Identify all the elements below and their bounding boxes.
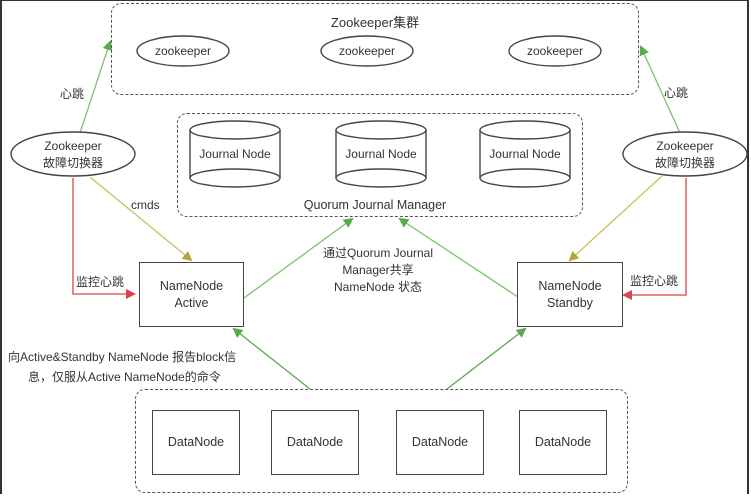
- monitor-label-left: 监控心跳: [76, 275, 125, 289]
- zookeeper-cluster-title: Zookeeper集群: [330, 15, 420, 30]
- journal-node-1: [189, 120, 281, 188]
- zookeeper-node-1: [136, 35, 230, 67]
- cmds-label: cmds: [131, 198, 160, 212]
- quorum-journal-manager-title: Quorum Journal Manager: [303, 198, 447, 212]
- monitor-arrow-right: [622, 178, 687, 300]
- share-state-label-3: NameNode 状态: [333, 280, 423, 294]
- zookeeper-node-3: [508, 35, 602, 67]
- zookeeper-node-1-label: zookeeper: [154, 44, 212, 58]
- zookeeper-node-3-label: zookeeper: [526, 44, 584, 58]
- cmds-arrow-right: [568, 175, 663, 262]
- namenode-standby-line2: Standby: [547, 295, 593, 310]
- datanodes-group: [135, 389, 628, 493]
- heartbeat-arrow-left: [79, 40, 113, 134]
- heartbeat-label-right: 心跳: [664, 86, 689, 100]
- failover-left-line1: Zookeeper: [44, 139, 102, 153]
- zookeeper-cluster-group: [111, 3, 639, 95]
- share-state-label-2: Manager共享: [342, 263, 414, 277]
- heartbeat-label-left: 心跳: [60, 87, 85, 101]
- namenode-standby: NameNode Standby: [517, 262, 623, 327]
- cmds-arrow-left: [89, 176, 193, 262]
- active-to-journal-arrow: [243, 217, 354, 299]
- failover-right-line1: Zookeeper: [656, 139, 714, 153]
- namenode-active-line2: Active: [174, 295, 209, 310]
- failover-left-line2: 故障切换器: [42, 156, 104, 170]
- failover-right-line2: 故障切换器: [654, 156, 716, 170]
- datanode-1: DataNode: [152, 410, 240, 475]
- failover-controller-left: [10, 131, 136, 177]
- datanode-2: DataNode: [271, 410, 359, 475]
- standby-to-journal-arrow: [398, 217, 519, 298]
- report-block-label-1: 向Active&Standby NameNode 报告block信: [8, 350, 237, 364]
- namenode-active-line1: NameNode: [159, 278, 224, 293]
- datanode-4: DataNode: [519, 410, 607, 475]
- zookeeper-node-2-label: zookeeper: [338, 44, 396, 58]
- zookeeper-node-2: [320, 35, 414, 67]
- datanodes-to-standby-arrow: [446, 327, 527, 390]
- datanodes-to-active-arrow: [232, 327, 311, 390]
- namenode-active: NameNode Active: [139, 262, 244, 327]
- monitor-arrow-left: [72, 178, 136, 299]
- monitor-label-right: 监控心跳: [630, 274, 679, 288]
- share-state-label-1: 通过Quorum Journal: [322, 246, 434, 260]
- quorum-journal-manager-group: [177, 113, 583, 217]
- journal-node-3-label: Journal Node: [489, 147, 561, 161]
- datanode-3: DataNode: [396, 410, 484, 475]
- heartbeat-arrow-right: [639, 45, 681, 134]
- namenode-standby-line1: NameNode: [538, 278, 602, 293]
- journal-node-1-label: Journal Node: [199, 147, 271, 161]
- journal-node-3: [479, 120, 571, 188]
- journal-node-2-label: Journal Node: [345, 147, 417, 161]
- report-block-label-2: 息，仅服从Active NameNode的命令: [28, 370, 221, 384]
- failover-controller-right: [622, 131, 748, 177]
- journal-node-2: [335, 120, 427, 188]
